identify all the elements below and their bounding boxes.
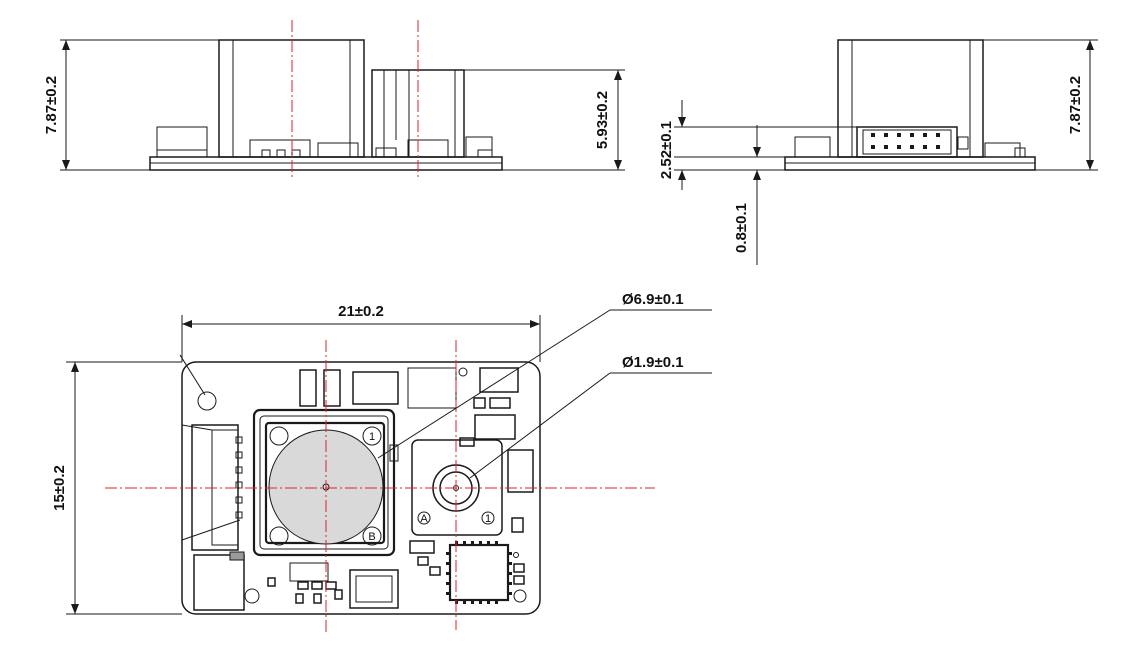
dim-top-height: 15±0.2: [51, 465, 68, 511]
top-view: 21±0.2 15±0.2 1: [51, 291, 712, 635]
pin1-small-label: 1: [485, 513, 491, 525]
pin1-main-label: 1: [369, 431, 375, 443]
dim-lens-diameter: Ø6.9±0.1: [622, 291, 684, 308]
side-view: 7.87±0.2 2.52±0.1 0.8±0.1: [658, 39, 1098, 265]
pin-a-label: A: [420, 513, 428, 525]
connector-pins: [871, 133, 940, 149]
dim-board-thickness: 0.8±0.1: [733, 203, 750, 253]
dim-hole-diameter: Ø1.9±0.1: [622, 354, 684, 371]
dim-front-side-height: 5.93±0.2: [594, 91, 611, 149]
dim-connector-height: 2.52±0.1: [658, 121, 675, 179]
pin-b-label: B: [368, 531, 375, 543]
dim-side-height: 7.87±0.2: [1067, 76, 1084, 134]
dim-front-height: 7.87±0.2: [43, 76, 60, 134]
front-view: 7.87±0.2 5.93±0.2: [43, 20, 625, 180]
dim-top-width: 21±0.2: [338, 303, 384, 320]
